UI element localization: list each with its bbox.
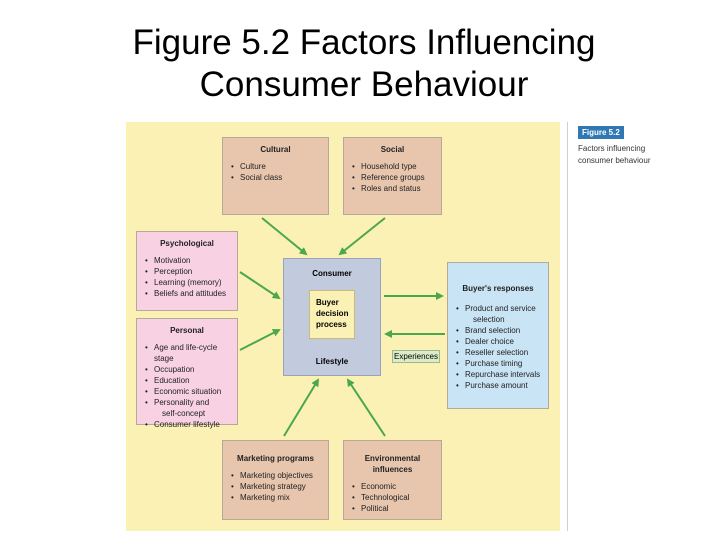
responses-box: Buyer's responses Product and service se… [447,262,549,409]
figure-caption-line-2: consumer behaviour [578,156,651,165]
list-item: Consumer lifestyle [145,419,233,430]
arrow-environmental-to-consumer [346,378,386,437]
experiences-box: Experiences [392,350,440,363]
cultural-box: Cultural Culture Social class [222,137,329,215]
social-title: Social [380,145,405,154]
list-item: Social class [231,172,324,183]
list-item: self-concept [162,409,206,418]
buyer-decision-line-1: Buyer [316,298,339,307]
list-item: Economic situation [145,386,233,397]
arrow-psychological-to-consumer [239,271,281,300]
list-item: Marketing mix [231,492,324,503]
arrow-cultural-to-consumer [261,217,308,256]
list-item: Economic [352,481,437,492]
list-item: Marketing objectives [231,470,324,481]
slide-title-line-2: Consumer Behaviour [199,65,529,104]
buyer-decision-line-2: decision [316,309,349,318]
personal-title: Personal [170,326,204,335]
environmental-title: Environmental influences [364,454,421,474]
figure-badge: Figure 5.2 [578,126,624,139]
personal-box: Personal Age and life-cycle stage Occupa… [136,318,238,430]
arrow-social-to-consumer [338,217,386,256]
marketing-title: Marketing programs [237,454,314,463]
buyer-decision-line-3: process [316,320,347,329]
list-item: Dealer choice [456,336,544,347]
buyer-decision-box: Buyer decision process [309,290,355,339]
page-divider [567,122,568,531]
marketing-box: Marketing programs Marketing objectives … [222,440,329,520]
slide-title-line-1: Figure 5.2 Factors Influencing [132,23,596,62]
list-item: Perception [145,266,233,277]
lifestyle-label: Lifestyle [315,357,349,366]
list-item: Technological [352,492,437,503]
list-item: Purchase timing [456,358,544,369]
cultural-title: Cultural [260,145,291,154]
list-item: Occupation [145,364,233,375]
list-item: Brand selection [456,325,544,336]
list-item: Repurchase intervals [456,369,544,380]
list-item: Motivation [145,255,233,266]
psychological-title: Psychological [160,239,214,248]
list-item: Beliefs and attitudes [145,288,233,299]
list-item: Roles and status [352,183,437,194]
arrow-personal-to-consumer [239,329,281,351]
responses-title: Buyer's responses [462,284,534,293]
list-item: selection [473,315,505,324]
list-item: Reseller selection [456,347,544,358]
list-item: Product and service [456,303,544,314]
list-item: Reference groups [352,172,437,183]
list-item: Learning (memory) [145,277,233,288]
list-item: Purchase amount [456,380,544,391]
figure-caption-line-1: Factors influencing [578,144,646,153]
psychological-box: Psychological Motivation Perception Lear… [136,231,238,311]
figure-caption: Factors influencing consumer behaviour [578,143,698,167]
list-item: Age and life-cycle stage [145,342,233,364]
list-item: Culture [231,161,324,172]
list-item: Household type [352,161,437,172]
arrow-marketing-to-consumer [283,378,320,437]
list-item: Marketing strategy [231,481,324,492]
list-item: Education [145,375,233,386]
slide-title: Figure 5.2 Factors Influencing Consumer … [0,22,728,106]
social-box: Social Household type Reference groups R… [343,137,442,215]
consumer-title: Consumer [312,269,352,278]
environmental-box: Environmental influences Economic Techno… [343,440,442,520]
list-item: Personality and [145,397,233,408]
list-item: Political [352,503,437,514]
